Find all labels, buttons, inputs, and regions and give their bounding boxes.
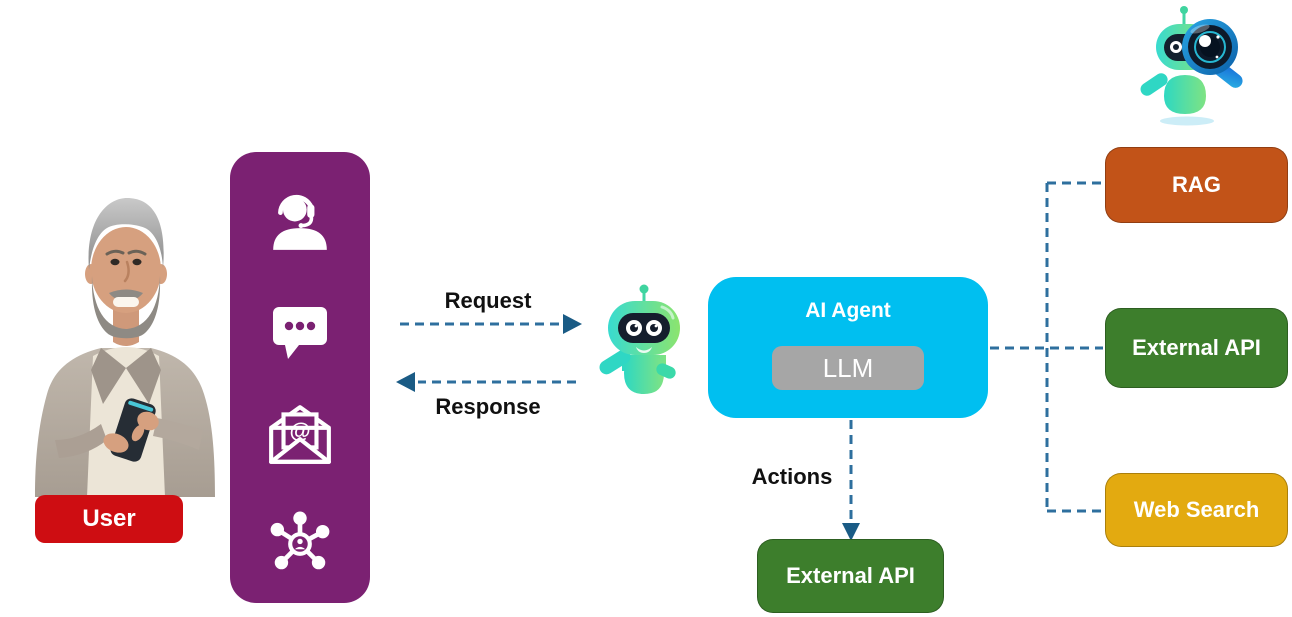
external-api-label: External API <box>1132 335 1261 360</box>
chat-dots-icon <box>273 307 327 359</box>
support-agent-icon <box>273 194 327 250</box>
llm-label: LLM <box>822 352 874 383</box>
actions-label: Actions <box>751 464 833 489</box>
external-api-box: External API <box>1105 308 1288 388</box>
response-label: Response <box>435 394 541 419</box>
email-at-icon: @ <box>269 405 331 464</box>
network-hub-icon <box>270 511 330 570</box>
web-search-box: Web Search <box>1105 473 1288 547</box>
actions-arrow <box>842 420 860 541</box>
rag-box: RAG <box>1105 147 1288 223</box>
ai-agent-title: AI Agent <box>805 299 891 322</box>
user-label-badge: User <box>35 495 183 543</box>
user-label: User <box>82 505 136 532</box>
actions-external-api-box: External API <box>757 539 944 613</box>
at-glyph: @ <box>289 418 310 443</box>
channels-panel: @ <box>230 152 370 603</box>
llm-box: LLM <box>772 346 924 390</box>
request-arrow <box>400 314 582 334</box>
search-robot-logo-card <box>1112 0 1262 130</box>
user-photo <box>35 198 215 497</box>
search-robot-logo-icon <box>1140 6 1243 126</box>
web-search-label: Web Search <box>1133 497 1260 522</box>
ai-agent-box: AI Agent LLM <box>708 277 988 418</box>
rag-label: RAG <box>1172 172 1221 197</box>
actions-external-api-label: External API <box>786 563 915 588</box>
response-arrow <box>396 372 576 392</box>
ai-robot-mascot-icon <box>599 284 680 394</box>
request-label: Request <box>444 288 532 313</box>
